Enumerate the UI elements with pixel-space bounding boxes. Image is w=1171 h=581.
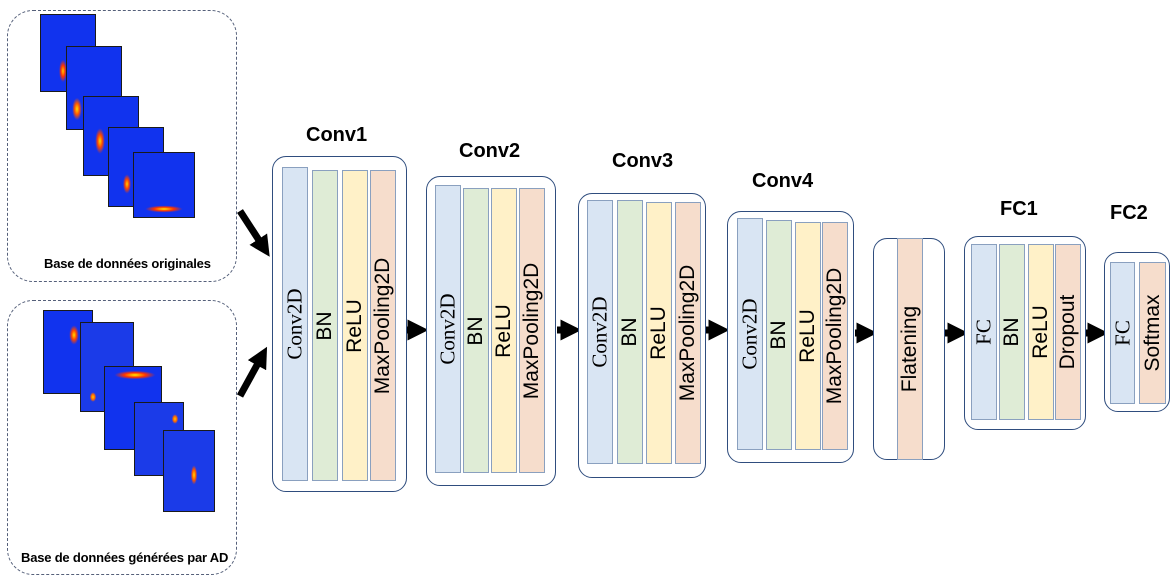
fc1-title: FC1	[1000, 198, 1038, 220]
conv4-maxpooling-layer: MaxPooling2D	[822, 222, 848, 450]
conv4-bn-layer: BN	[766, 220, 792, 450]
conv2-conv2d-layer: Conv2D	[435, 185, 461, 473]
conv3-bn-layer: BN	[617, 200, 643, 464]
spectrogram-image	[163, 430, 215, 512]
conv3-title: Conv3	[612, 150, 674, 172]
conv3-conv2d-layer: Conv2D	[587, 200, 613, 464]
conv3-maxpooling-layer: MaxPooling2D	[675, 202, 701, 464]
fc1-relu-layer: ReLU	[1028, 244, 1054, 420]
fc1-fc-layer: FC	[971, 244, 997, 420]
conv1-maxpooling-layer: MaxPooling2D	[370, 170, 396, 481]
conv1-relu-layer: ReLU	[342, 170, 368, 481]
conv2-relu-layer: ReLU	[491, 188, 517, 473]
generated-dataset-panel	[7, 300, 237, 575]
fc1-bn-layer: BN	[999, 244, 1025, 420]
conv4-relu-layer: ReLU	[795, 222, 821, 450]
input-arrow-original	[237, 209, 270, 257]
original-dataset-label: Base de données originales	[44, 256, 211, 271]
conv1-conv2d-layer: Conv2D	[282, 167, 308, 481]
conv1-title: Conv1	[306, 124, 368, 146]
conv4-title: Conv4	[752, 170, 814, 192]
fc2-title: FC2	[1110, 202, 1148, 224]
flatten-layer: Flatening	[897, 238, 923, 460]
spectrogram-image	[133, 152, 195, 218]
fc1-dropout-layer: Dropout	[1055, 244, 1081, 420]
conv2-maxpooling-layer: MaxPooling2D	[519, 188, 545, 473]
conv4-conv2d-layer: Conv2D	[737, 218, 763, 450]
fc2-fc-layer: FC	[1110, 262, 1135, 404]
conv3-relu-layer: ReLU	[646, 202, 672, 464]
conv2-bn-layer: BN	[463, 188, 489, 473]
generated-dataset-label: Base de données générées par AD	[21, 550, 229, 565]
conv1-bn-layer: BN	[312, 170, 338, 481]
fc2-softmax-layer: Softmax	[1139, 262, 1166, 404]
conv2-title: Conv2	[459, 140, 521, 162]
input-arrow-generated	[236, 346, 268, 398]
original-dataset-panel	[7, 10, 237, 282]
